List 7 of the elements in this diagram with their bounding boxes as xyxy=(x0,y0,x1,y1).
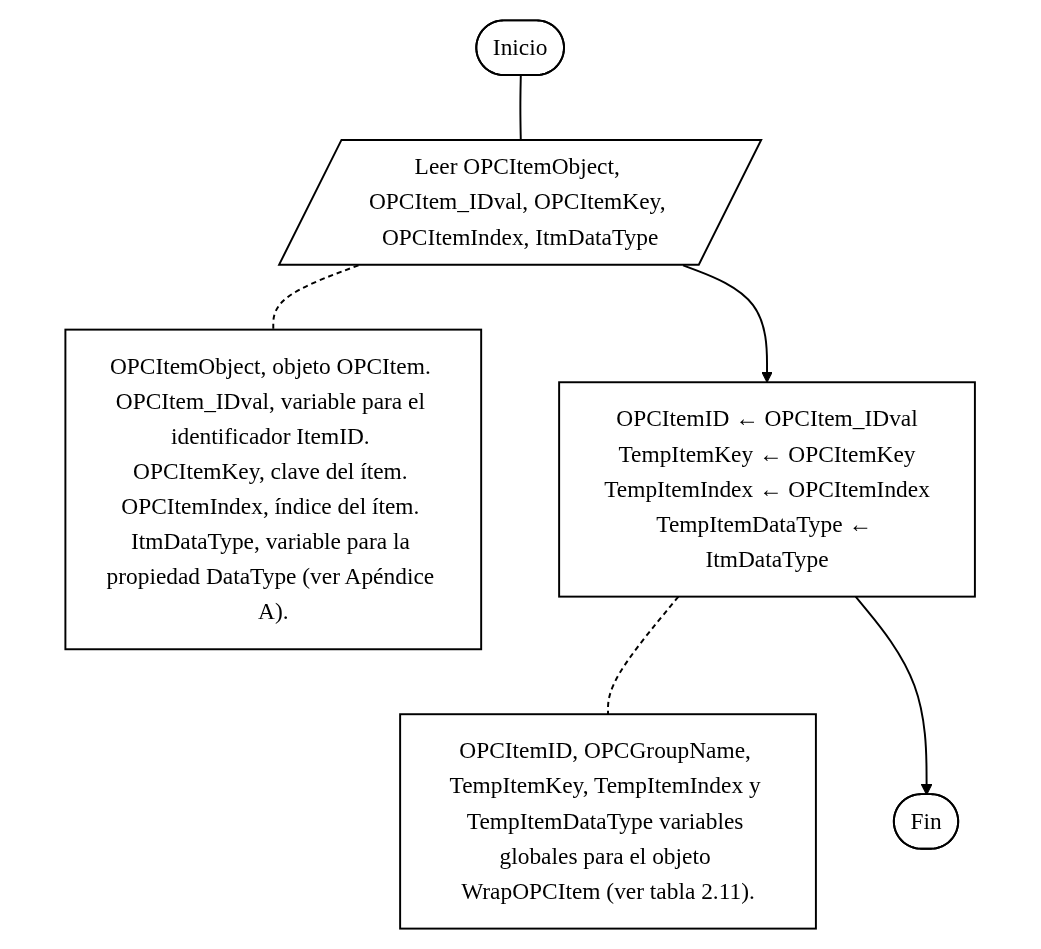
connector xyxy=(272,264,360,331)
arrow xyxy=(855,595,933,796)
node-box: OPCItemID, OPCGroupName, TempItemKey, TempItemIndex y TempItemDataType variables globales para el objeto WrapOPCItem (ver tabla 2.11). xyxy=(399,713,818,930)
connector xyxy=(607,595,680,716)
arrow xyxy=(682,264,774,383)
node-box: OPCItemID ← OPCItem_IDval TempItemKey ← OPCItemKey TempItemIndex ← OPCItemIndex TempItemDataType ← ItmDataType xyxy=(558,381,977,598)
node-box: OPCItemObject, objeto OPCItem. OPCItem_IDval, variable para el identificador ItemID. OPCItemKey, clave del ítem. OPCItemIndex, índice del ítem. ItmDataType, variable para la propiedad DataType (ver Apéndice A). xyxy=(64,328,483,651)
